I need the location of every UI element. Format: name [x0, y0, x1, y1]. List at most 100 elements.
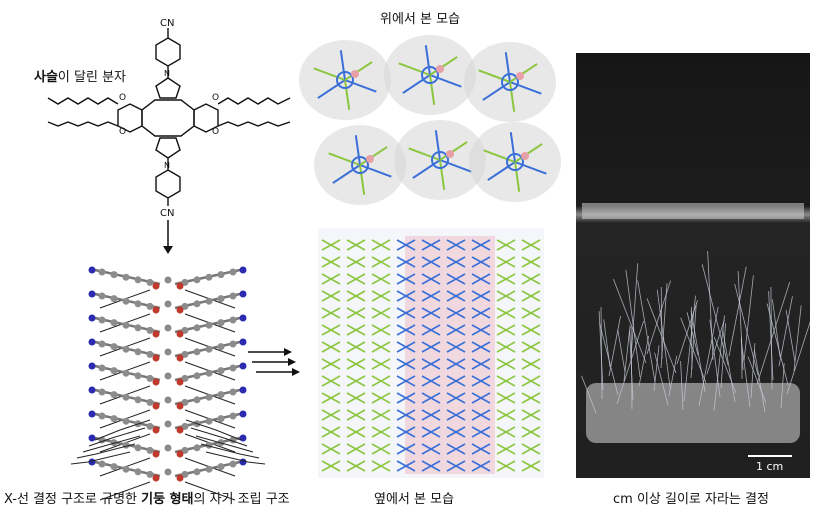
carbon-atom: [164, 348, 172, 356]
bond: [471, 358, 491, 370]
chain: [190, 427, 248, 447]
scale-bar: [748, 455, 792, 457]
carbon-atom: [122, 465, 130, 473]
bond: [446, 358, 466, 370]
bond: [321, 460, 341, 472]
bond: [496, 341, 516, 353]
nitrogen-atom: [239, 410, 247, 418]
carbon-atom: [110, 415, 118, 423]
crystal-needle: [709, 319, 721, 398]
bond: [446, 256, 466, 268]
down-arrow-head: [163, 246, 173, 254]
crystal-needle: [598, 311, 604, 391]
bond: [496, 290, 516, 302]
molecule-bond: [434, 130, 441, 161]
carbon-atom: [217, 271, 225, 279]
molecule-bond: [429, 74, 462, 88]
molecule-bond: [328, 152, 361, 166]
crystal-needle: [701, 264, 729, 366]
bond: [396, 273, 416, 285]
carbon-atom: [181, 446, 189, 454]
bond: [496, 358, 516, 370]
molecule-caption: 사슬이 달린 분자: [34, 66, 126, 85]
crystal-needle: [625, 269, 641, 378]
bond: [521, 460, 541, 472]
bond: [396, 256, 416, 268]
molecule-core: [501, 73, 519, 91]
oxygen-atom: [152, 330, 160, 338]
carbon-atom: [146, 374, 154, 382]
bond: [396, 426, 416, 438]
nitrogen-atom: [239, 290, 247, 298]
chain: [184, 481, 236, 501]
bond: [346, 290, 366, 302]
molecule-bond: [509, 132, 516, 163]
nitrogen-atom: [88, 290, 96, 298]
nitrogen-atom: [88, 266, 96, 274]
chain: [205, 451, 266, 465]
crystal-needle: [713, 336, 737, 394]
right-upper-chain: [217, 97, 291, 105]
bond: [396, 409, 416, 421]
molecule-bond: [344, 79, 351, 110]
oxygen-atom: [176, 330, 184, 338]
left-lower-chain: [47, 121, 119, 127]
oxygen-atom: [176, 450, 184, 458]
crystal-needle: [698, 306, 719, 407]
bond: [446, 307, 466, 319]
carbon-atom: [229, 364, 237, 372]
crystal-needle: [660, 286, 663, 360]
crystal-needle: [793, 305, 802, 372]
carbon-atom: [98, 412, 106, 420]
bond: [446, 290, 466, 302]
bond: [321, 392, 341, 404]
bond: [471, 256, 491, 268]
bond: [371, 409, 391, 421]
bond: [421, 426, 441, 438]
bond: [321, 358, 341, 370]
crystal-needle: [638, 335, 650, 387]
nitrogen-atom: [88, 434, 96, 442]
carbon-atom: [181, 326, 189, 334]
molecule-bond: [478, 69, 511, 83]
bond: [421, 409, 441, 421]
crystal-needle: [686, 312, 699, 356]
carbon-atom: [193, 300, 201, 308]
cn-bottom-label: CN: [160, 208, 174, 219]
bond: [371, 392, 391, 404]
bond: [396, 392, 416, 404]
chain: [76, 443, 136, 459]
molecule-bond: [398, 62, 431, 76]
chain: [185, 419, 242, 441]
molecule-bond: [439, 159, 472, 173]
bond: [421, 392, 441, 404]
crystal-needle: [734, 283, 759, 376]
bond: [496, 324, 516, 336]
carbon-atom: [122, 321, 130, 329]
chain: [88, 427, 146, 447]
carbon-atom: [193, 468, 201, 476]
bond: [521, 324, 541, 336]
carbon-atom: [164, 372, 172, 380]
bond: [371, 341, 391, 353]
oxygen-atom: [176, 306, 184, 314]
carbon-atom: [229, 340, 237, 348]
bond: [396, 290, 416, 302]
carbon-atom: [181, 374, 189, 382]
carbon-atom: [110, 295, 118, 303]
bond: [346, 273, 366, 285]
bond: [521, 392, 541, 404]
molecule-bond: [332, 164, 361, 184]
crystal-needle: [630, 263, 639, 359]
carbon-atom: [229, 460, 237, 468]
bond: [471, 307, 491, 319]
molecule-bond: [483, 149, 516, 163]
molecule-bond: [509, 81, 516, 112]
bond: [421, 324, 441, 336]
bond: [471, 443, 491, 455]
bond: [521, 375, 541, 387]
carbon-atom: [164, 276, 172, 284]
packing-background: [318, 228, 544, 478]
bond: [321, 426, 341, 438]
